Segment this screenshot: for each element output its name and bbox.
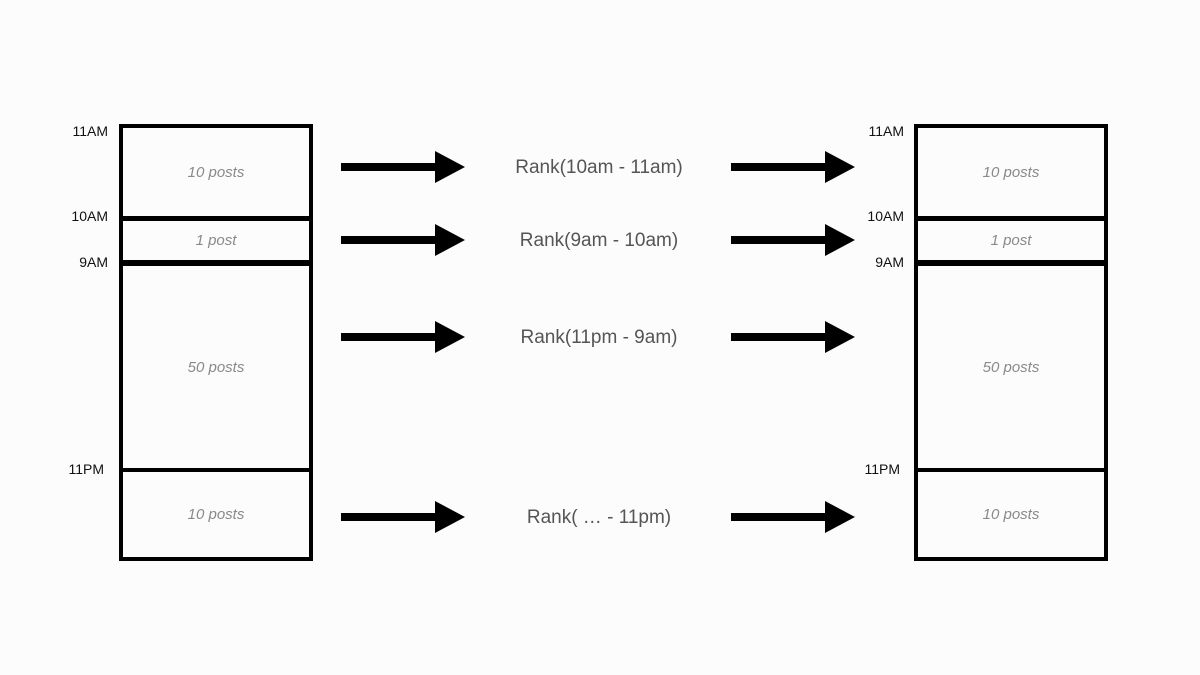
rank-label-before-11pm: Rank( … - 11pm) [526,507,672,528]
arrow-right-icon [341,151,465,183]
arrow-right-icon [731,224,855,256]
left-segment-10-11am: 10 posts [187,163,245,181]
right-segment-10-11am: 10 posts [982,163,1040,181]
arrow-right-icon [731,501,855,533]
rank-label-10am-11am: Rank(10am - 11am) [515,157,683,178]
right-divider-10am [914,216,1108,221]
arrow-right-icon [731,151,855,183]
right-time-label-11am: 11AM [868,123,904,139]
left-segment-9-10am: 1 post [195,232,237,249]
right-time-label-11pm: 11PM [864,461,900,477]
right-segment-before-11pm: 10 posts [982,506,1040,523]
left-divider-9am [119,260,313,266]
arrow-right-icon [341,501,465,533]
left-time-label-11am: 11AM [72,123,108,139]
arrow-right-icon [341,224,465,256]
left-divider-10am [119,216,313,221]
right-segment-9-10am: 1 post [990,232,1032,249]
arrow-right-icon [731,321,855,353]
right-time-label-10am: 10AM [867,208,904,224]
left-segment-11pm-9am: 50 posts [187,358,245,376]
right-divider-11pm [914,468,1108,472]
rank-label-9am-10am: Rank(9am - 10am) [519,230,679,251]
left-segment-before-11pm: 10 posts [187,506,245,523]
left-time-label-10am: 10AM [71,208,108,224]
left-time-label-11pm: 11PM [68,461,104,477]
right-segment-11pm-9am: 50 posts [982,358,1040,376]
right-timeline-column: 10 posts 1 post 50 posts 10 posts [914,124,1108,561]
rank-label-11pm-9am: Rank(11pm - 9am) [520,327,678,348]
left-timeline-column: 10 posts 1 post 50 posts 10 posts [119,124,313,561]
right-time-label-9am: 9AM [875,254,904,270]
left-divider-11pm [119,468,313,472]
arrow-right-icon [341,321,465,353]
left-time-label-9am: 9AM [79,254,108,270]
right-divider-9am [914,260,1108,266]
